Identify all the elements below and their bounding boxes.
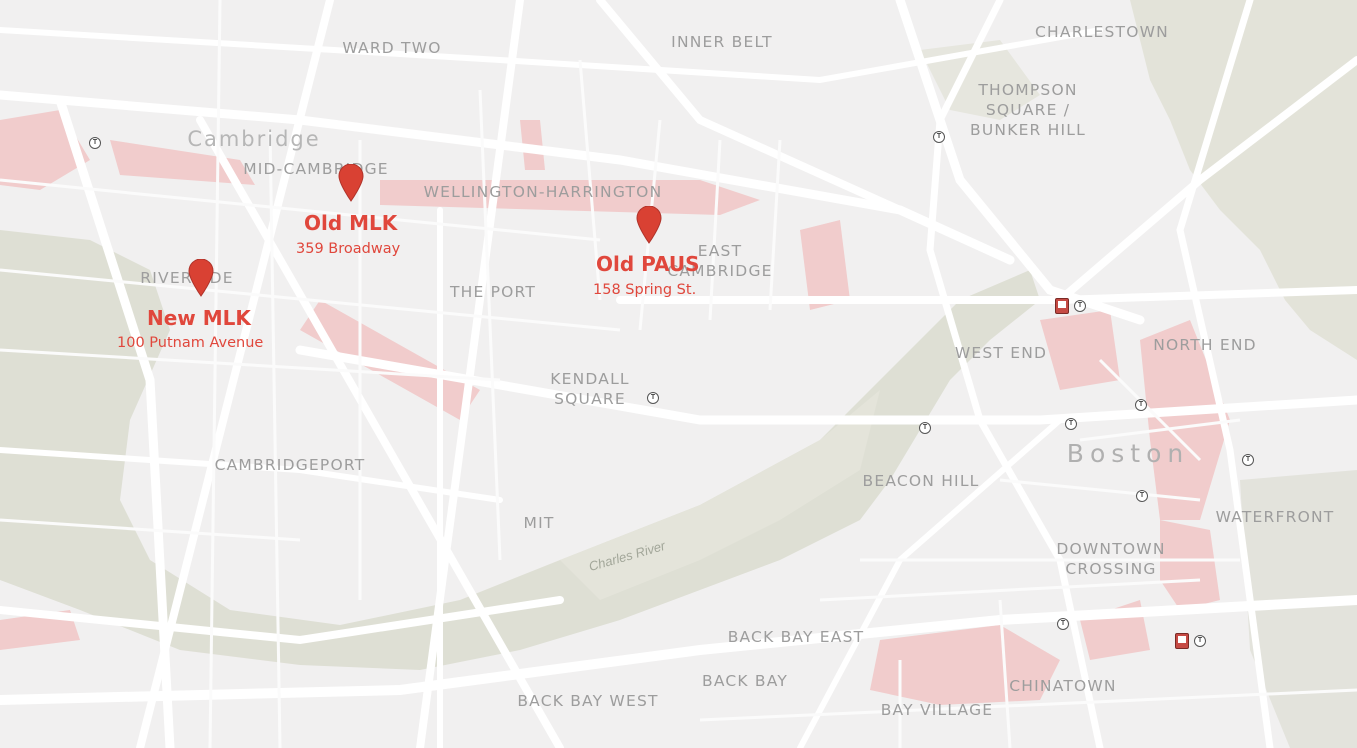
area-label-bay-village: BAY VILLAGE (880, 701, 994, 719)
area-label-the-port: THE PORT (449, 283, 537, 301)
riverbank-park (560, 390, 880, 600)
subway-station-icon[interactable]: T (933, 131, 945, 143)
rail-station-icon[interactable] (1055, 298, 1069, 314)
area-label-thompson-square: THOMPSON SQUARE / BUNKER HILL (970, 81, 1086, 139)
area-label-charlestown: CHARLESTOWN (1035, 23, 1169, 41)
area-label-kendall-square: KENDALL SQUARE (550, 370, 630, 408)
area-label-mid-cambridge: MID-CAMBRIDGE (243, 160, 389, 178)
subway-station-icon[interactable]: T (1057, 618, 1069, 630)
subway-station-icon[interactable]: T (1242, 454, 1254, 466)
subway-station-icon[interactable]: T (647, 392, 659, 404)
area-label-ward-two: WARD TWO (342, 39, 442, 57)
subway-station-icon[interactable]: T (1136, 490, 1148, 502)
location-address-old-paus: 158 Spring St. (593, 282, 697, 298)
area-label-west-end: WEST END (954, 344, 1048, 362)
area-label-back-bay-west: BACK BAY WEST (517, 692, 659, 710)
location-address-old-mlk: 359 Broadway (296, 241, 401, 257)
rail-station-icon[interactable] (1175, 633, 1189, 649)
subway-station-icon[interactable]: T (1135, 399, 1147, 411)
subway-station-icon[interactable]: T (1074, 300, 1086, 312)
map-pin-icon[interactable] (338, 164, 364, 202)
area-label-mit: MIT (523, 514, 555, 532)
area-label-wellington-harrington: WELLINGTON-HARRINGTON (423, 183, 663, 201)
location-title-old-paus: Old PAUS (596, 252, 700, 276)
area-label-inner-belt: INNER BELT (671, 33, 773, 51)
area-label-waterfront: WATERFRONT (1215, 508, 1335, 526)
area-label-boston: Boston (1066, 439, 1190, 468)
area-label-beacon-hill: BEACON HILL (862, 472, 980, 490)
area-label-downtown-crossing: DOWNTOWN CROSSING (1056, 540, 1166, 578)
area-label-cambridgeport: CAMBRIDGEPORT (214, 456, 366, 474)
area-label-riverside: RIVERSIDE (140, 269, 234, 287)
subway-station-icon[interactable]: T (1194, 635, 1206, 647)
location-title-old-mlk: Old MLK (304, 211, 398, 235)
area-label-chinatown: CHINATOWN (1009, 677, 1117, 695)
map-pin-icon[interactable] (188, 259, 214, 297)
location-title-new-mlk: New MLK (147, 306, 251, 330)
subway-station-icon[interactable]: T (89, 137, 101, 149)
map-pin-icon[interactable] (636, 206, 662, 244)
location-address-new-mlk: 100 Putnam Avenue (117, 335, 264, 351)
area-label-back-bay-east: BACK BAY EAST (727, 628, 865, 646)
area-label-back-bay: BACK BAY (702, 672, 788, 690)
north-park-area (1240, 470, 1357, 748)
subway-station-icon[interactable]: T (919, 422, 931, 434)
harbor-park-area (1130, 0, 1357, 360)
commercial-zones (0, 110, 1230, 705)
area-label-north-end: NORTH END (1153, 336, 1257, 354)
charles-river (0, 230, 1040, 670)
area-label-east-cambridge: EAST CAMBRIDGE (667, 242, 773, 280)
subway-station-icon[interactable]: T (1065, 418, 1077, 430)
area-label-cambridge: Cambridge (187, 127, 321, 151)
